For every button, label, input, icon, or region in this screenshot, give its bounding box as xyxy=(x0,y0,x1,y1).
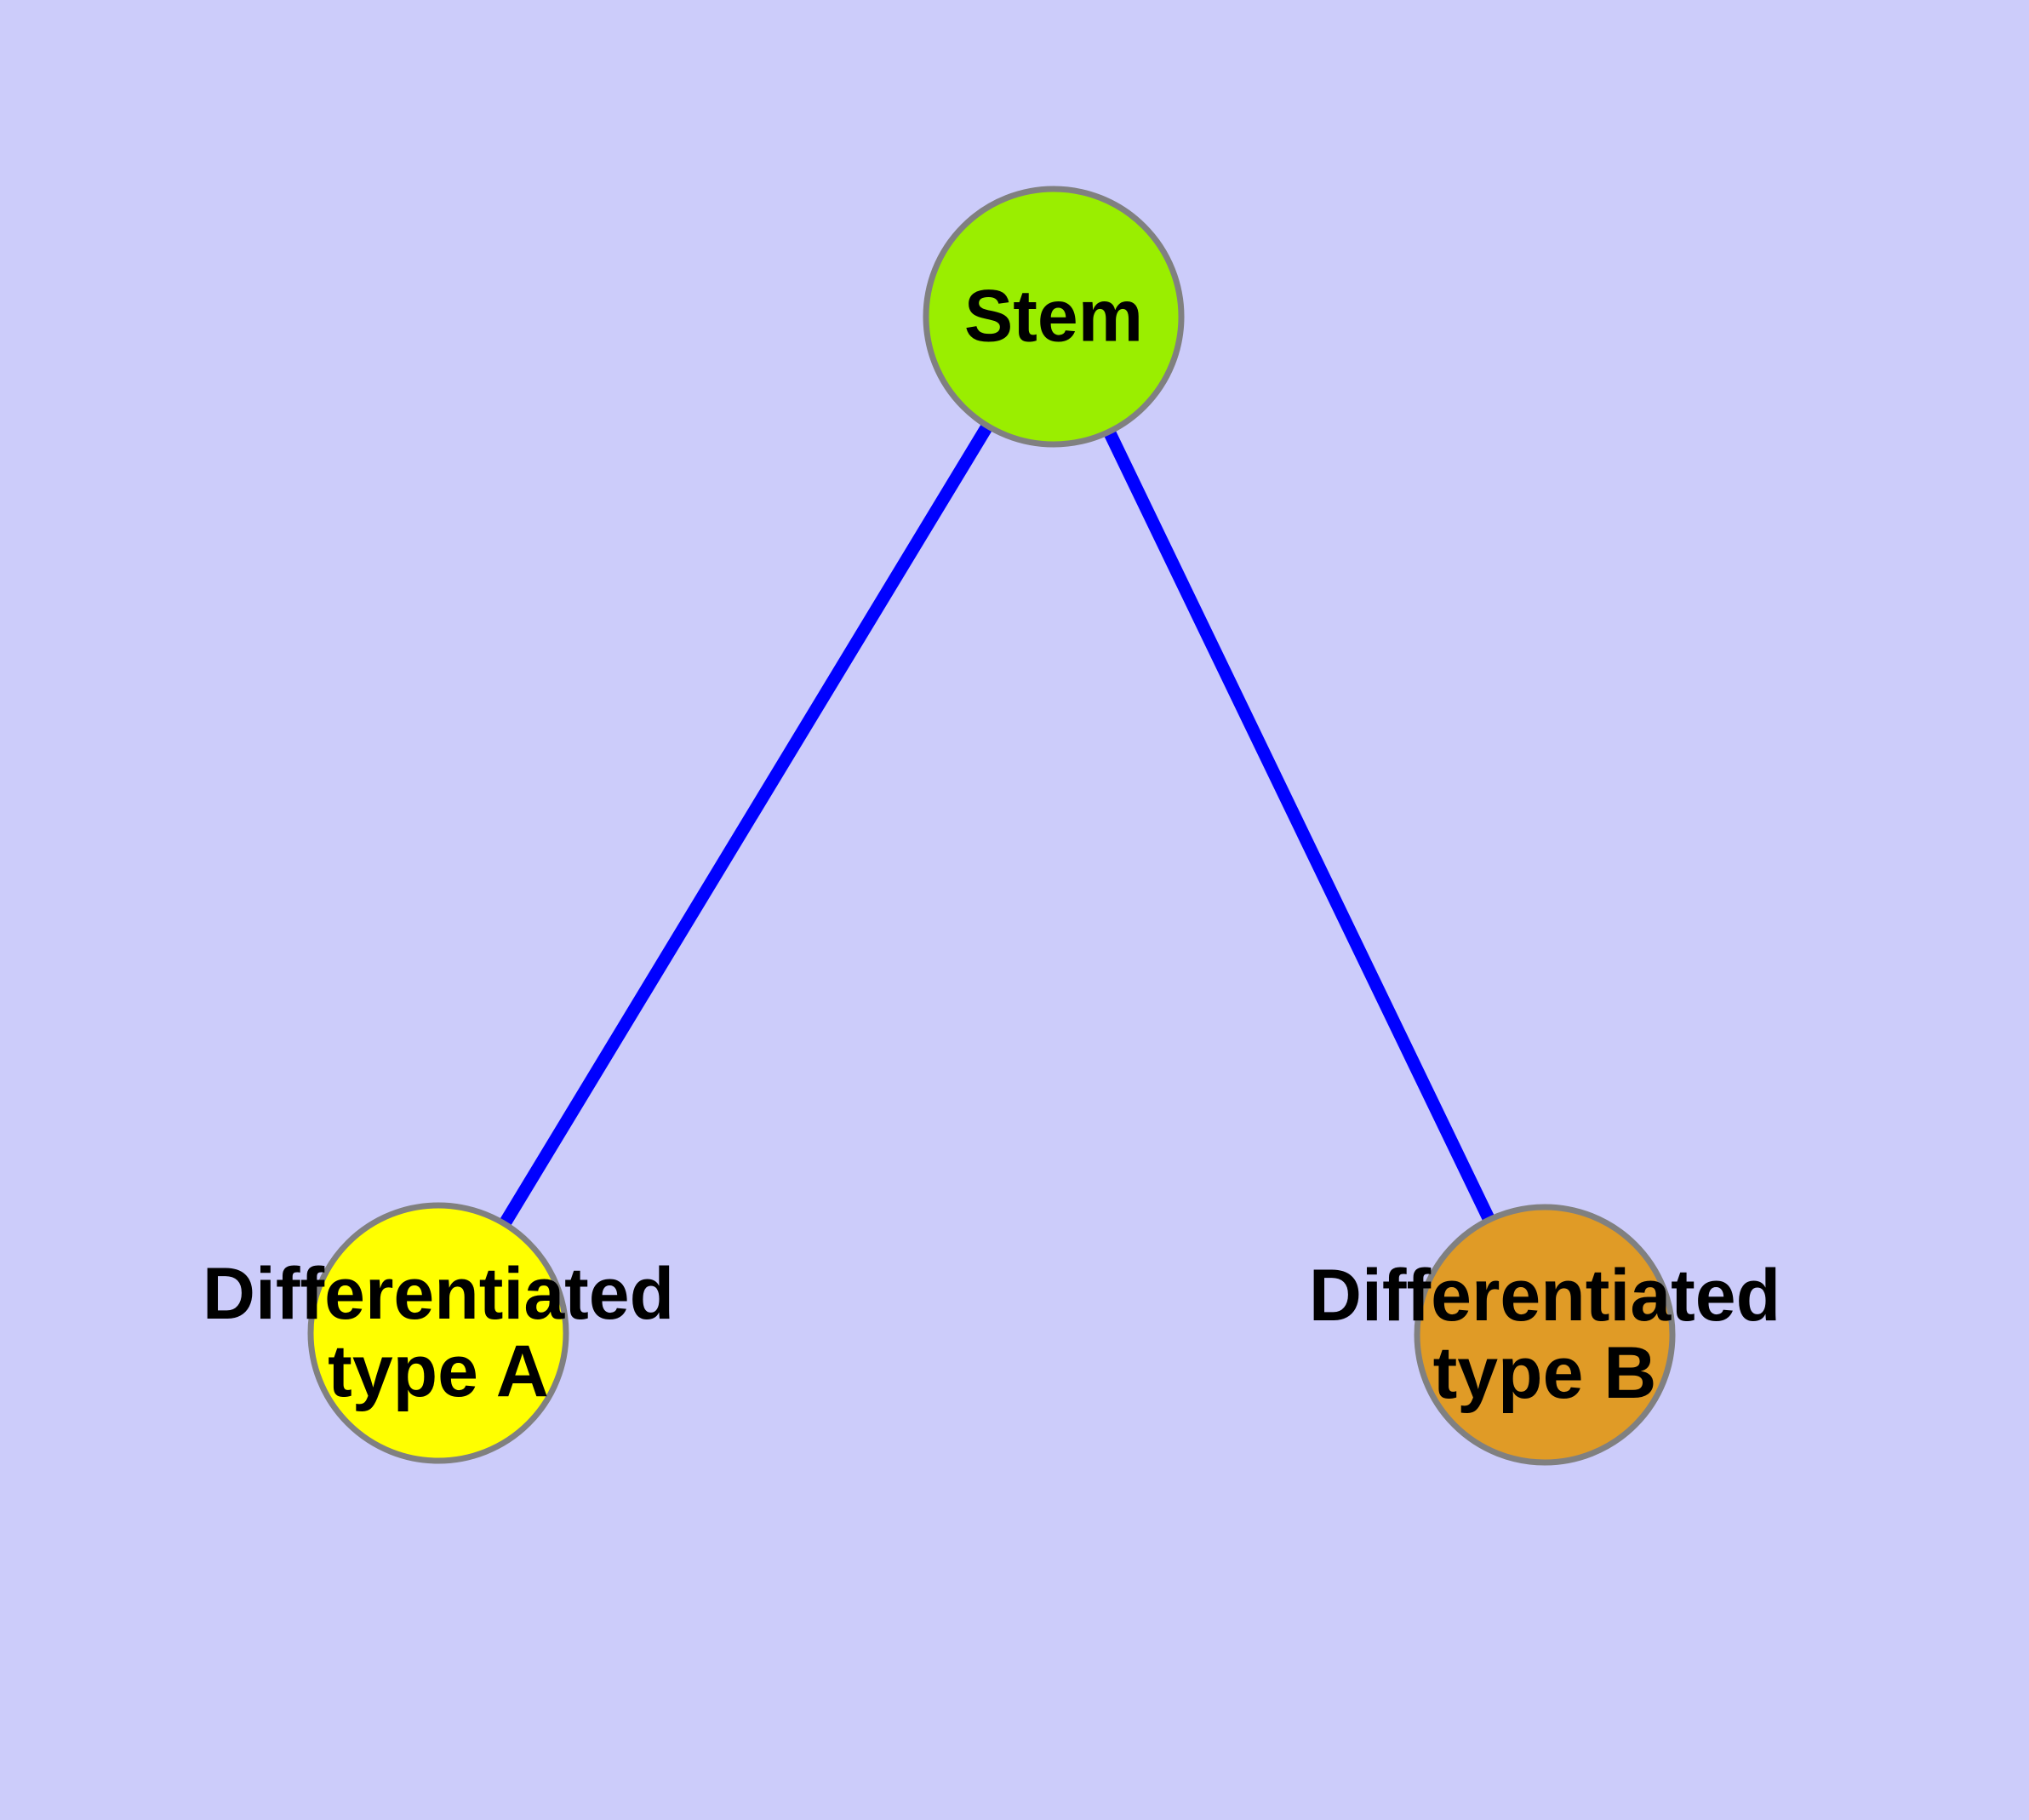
edge-stem-b[interactable] xyxy=(1101,426,1497,1226)
node-circle-diff-a[interactable] xyxy=(307,1202,569,1464)
edge-stem-a[interactable] xyxy=(497,420,995,1230)
node-layer xyxy=(307,186,1676,1466)
node-circle-diff-b[interactable] xyxy=(1414,1204,1676,1466)
edge-layer xyxy=(497,420,1497,1230)
node-circle-stem[interactable] xyxy=(923,186,1185,448)
